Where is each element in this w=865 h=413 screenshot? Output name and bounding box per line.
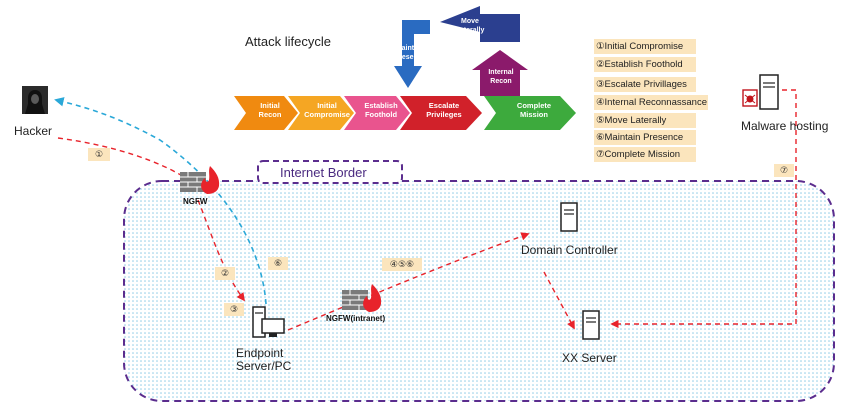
- ngfw-label: NGFW: [183, 197, 208, 206]
- path-malware-to-xx: [610, 89, 797, 329]
- step-badge-2: ②: [215, 267, 235, 280]
- step-badge-456: ④⑤⑥: [382, 258, 422, 271]
- step-complete-mission: Complete Mission: [516, 101, 552, 119]
- step-move-laterally: Move Laterally: [455, 18, 485, 34]
- chevron-establish-foothold: [344, 96, 410, 130]
- domain-controller-label: Domain Controller: [521, 243, 618, 257]
- lifecycle-cycle: [394, 6, 528, 96]
- xx-server-icon: [582, 310, 600, 340]
- path-endpoint-to-dc: [287, 232, 530, 331]
- step-badge-6: ⑥: [268, 257, 288, 270]
- step-badge-1: ①: [88, 148, 110, 161]
- chevron-initial-recon: [234, 96, 298, 130]
- path-endpoint-to-hacker: [54, 97, 267, 305]
- lifecycle-title: Attack lifecycle: [245, 34, 331, 49]
- legend-item-3: ③Escalate Privillages: [594, 77, 696, 92]
- legend-item-4: ④Internal Reconnassance: [594, 95, 708, 110]
- path-hacker-to-ngfw: [57, 137, 194, 183]
- step-establish-foothold: Establish Foothold: [364, 101, 398, 119]
- endpoint-label-line2: Server/PC: [236, 359, 292, 373]
- firewall-intranet-icon: [342, 284, 382, 312]
- path-dc-to-xx: [543, 271, 575, 330]
- step-badge-7: ⑦: [774, 164, 794, 177]
- step-badge-3: ③: [224, 303, 244, 316]
- step-escalate-privileges: Escalate Privileges: [426, 101, 462, 119]
- arrow-maintain-presence: [394, 20, 430, 88]
- malware-hosting-label: Malware hosting: [741, 119, 829, 133]
- chevron-complete: [484, 96, 576, 130]
- arrow-move-laterally: [440, 6, 520, 42]
- arrow-internal-recon: [472, 50, 528, 96]
- malware-server-icon: [742, 74, 779, 110]
- step-initial-compromise: Initial Compromise: [304, 101, 350, 119]
- hacker-icon: [22, 86, 48, 114]
- endpoint-icon: [252, 306, 285, 338]
- chevron-escalate: [400, 96, 482, 130]
- ngfw-intranet-label: NGFW(intranet): [326, 314, 386, 323]
- intranet-zone: [123, 180, 835, 402]
- legend-item-2: ②Establish Foothold: [594, 57, 696, 72]
- internet-border-box: [257, 160, 403, 184]
- legend-item-5: ⑤Move Laterally: [594, 113, 696, 128]
- legend-item-7: ⑦Complete Mission: [594, 147, 696, 162]
- firewall-icon: [180, 166, 220, 194]
- path-ngfw-to-endpoint: [197, 199, 245, 302]
- legend-item-1: ①Initial Compromise: [594, 39, 696, 54]
- lifecycle-chevrons: [234, 96, 576, 130]
- chevron-initial-compromise: [288, 96, 354, 130]
- endpoint-label-line1: Endpoint: [236, 346, 284, 360]
- hacker-label: Hacker: [14, 124, 53, 138]
- xx-server-label: XX Server: [562, 351, 617, 365]
- legend-item-6: ⑥Maintain Presence: [594, 130, 696, 145]
- step-initial-recon: Initial Recon: [258, 101, 282, 119]
- internet-border-label: Internet Border: [280, 165, 367, 180]
- step-internal-recon: Internal Recon: [488, 69, 514, 85]
- domain-controller-icon: [560, 202, 578, 232]
- step-maintain-presence: Maintain Presence: [394, 45, 426, 61]
